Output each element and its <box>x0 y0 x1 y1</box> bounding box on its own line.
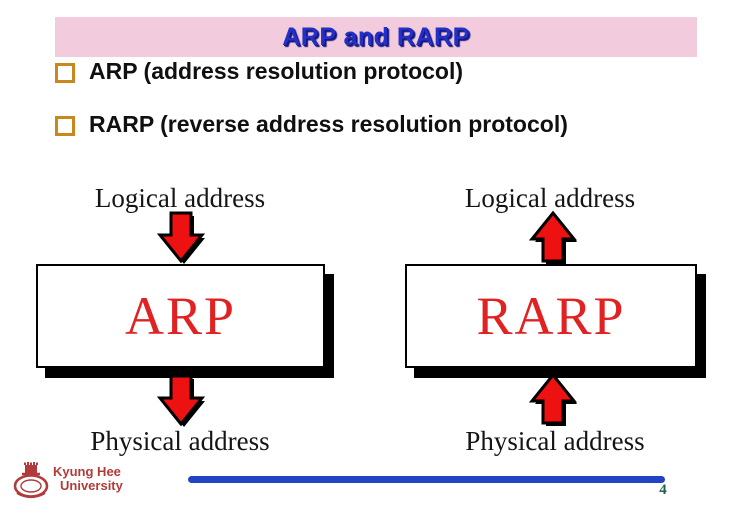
arp-logical-address-label: Logical address <box>94 183 266 213</box>
university-name-line2: University <box>60 478 123 494</box>
square-bullet-icon <box>55 63 75 83</box>
university-name-line1: Kyung Hee <box>53 464 121 479</box>
page-number: 4 <box>659 482 667 498</box>
down-arrow-icon <box>156 374 206 427</box>
footer-divider-line <box>188 476 665 483</box>
rarp-box: RARP <box>405 264 697 368</box>
bullet-text: RARP (reverse address resolution protoco… <box>89 111 568 137</box>
up-arrow-icon <box>528 210 578 264</box>
bullet-item-rarp: RARP (reverse address resolution protoco… <box>55 111 568 137</box>
down-arrow-icon <box>156 211 206 264</box>
bullet-item-arp: ARP (address resolution protocol) <box>55 58 464 84</box>
square-bullet-icon <box>55 116 75 136</box>
university-logo-icon <box>13 462 49 499</box>
arp-box: ARP <box>36 264 325 368</box>
up-arrow-icon <box>528 372 578 426</box>
arp-box-label: ARP <box>124 286 237 346</box>
slide-title-bar: ARP and RARP <box>55 17 697 57</box>
bullet-text: ARP (address resolution protocol) <box>89 58 464 84</box>
rarp-box-label: RARP <box>476 286 626 346</box>
rarp-physical-address-label: Physical address <box>465 426 645 456</box>
university-name: Kyung Hee University <box>53 464 123 494</box>
slide-title: ARP and RARP <box>282 22 470 51</box>
rarp-logical-address-label: Logical address <box>464 183 636 213</box>
arp-physical-address-label: Physical address <box>90 426 270 456</box>
